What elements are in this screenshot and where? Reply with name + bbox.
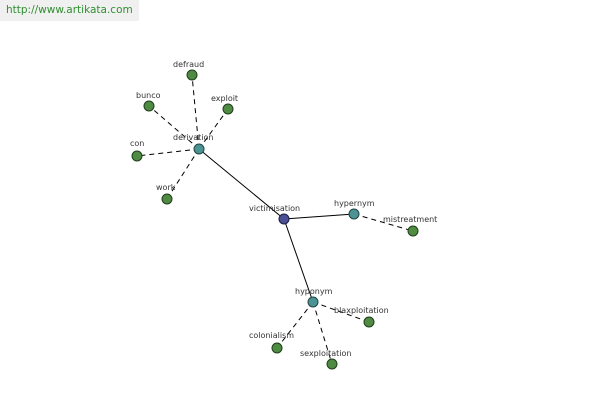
node-exploit[interactable]	[222, 103, 234, 115]
edge-derivation-bunco	[148, 105, 200, 150]
node-blaxploitation[interactable]	[363, 316, 375, 328]
node-derivation[interactable]	[193, 143, 205, 155]
node-label-defraud: defraud	[173, 60, 204, 69]
node-label-hypernym: hypernym	[334, 199, 375, 208]
url-bar: http://www.artikata.com	[0, 0, 139, 21]
node-label-derivation: derivation	[173, 133, 213, 142]
node-label-sexploitation: sexploitation	[300, 349, 351, 358]
edge-hypernym-mistreatment	[353, 213, 414, 232]
node-mistreatment[interactable]	[407, 225, 419, 237]
node-colonialism[interactable]	[271, 342, 283, 354]
node-label-hyponym: hyponym	[295, 287, 333, 296]
edge-derivation-con	[136, 148, 200, 157]
edge-victimisation-hypernym	[283, 213, 355, 220]
node-label-mistreatment: mistreatment	[383, 215, 437, 224]
edge-victimisation-derivation	[198, 148, 285, 220]
edge-derivation-exploit	[198, 108, 229, 150]
node-label-work: work	[156, 183, 176, 192]
edge-hyponym-colonialism	[276, 301, 314, 349]
node-bunco[interactable]	[143, 100, 155, 112]
node-con[interactable]	[131, 150, 143, 162]
edge-derivation-defraud	[191, 74, 200, 150]
node-label-bunco: bunco	[136, 91, 161, 100]
node-label-blaxploitation: blaxploitation	[334, 306, 389, 315]
edge-derivation-work	[166, 148, 200, 200]
site-link[interactable]: http://www.artikata.com	[6, 4, 133, 16]
node-label-exploit: exploit	[211, 94, 238, 103]
node-label-victimisation: victimisation	[249, 204, 300, 213]
node-hypernym[interactable]	[348, 208, 360, 220]
edge-victimisation-hyponym	[283, 218, 314, 303]
node-work[interactable]	[161, 193, 173, 205]
node-label-con: con	[130, 139, 144, 148]
node-victimisation[interactable]	[278, 213, 290, 225]
node-sexploitation[interactable]	[326, 358, 338, 370]
node-label-colonialism: colonialism	[249, 331, 294, 340]
edge-hyponym-sexploitation	[312, 301, 333, 365]
node-defraud[interactable]	[186, 69, 198, 81]
node-hyponym[interactable]	[307, 296, 319, 308]
edge-hyponym-blaxploitation	[312, 301, 370, 323]
